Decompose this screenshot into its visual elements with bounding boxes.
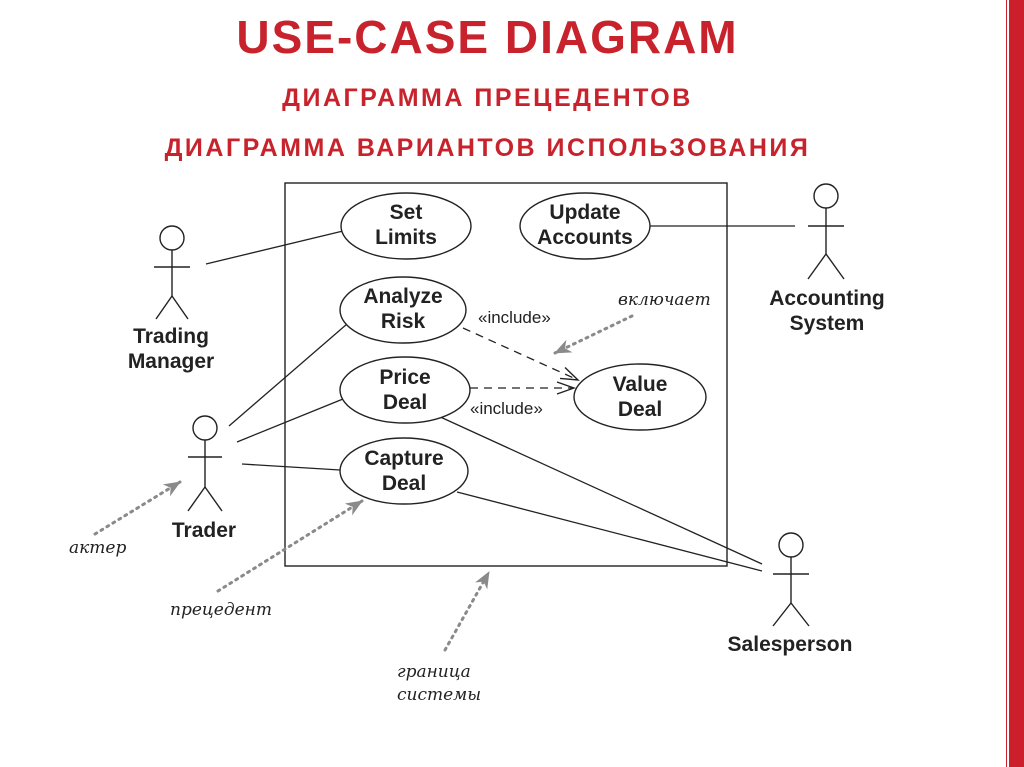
accent-bar <box>1009 0 1024 767</box>
note-arrow-actor <box>93 480 182 536</box>
assoc-capture-salesperson <box>456 491 763 572</box>
stick-figure-icon <box>772 532 810 627</box>
page-subtitle-2: ДИАГРАММА ВАРИАНТОВ ИСПОЛЬЗОВАНИЯ <box>164 134 811 162</box>
note-boundary-1: граница <box>397 662 471 682</box>
actor-label-accounting-system-2: System <box>790 312 865 335</box>
include-label-1: «include» <box>478 308 551 327</box>
svg-text:Set: Set <box>390 201 423 224</box>
assoc-price-salesperson <box>435 414 763 565</box>
actor-trading-manager <box>154 225 190 320</box>
include-arrow-analyze <box>462 327 578 380</box>
actor-label-trading-manager-1: Trading <box>133 325 209 348</box>
note-arrow-use-case <box>216 499 364 593</box>
assoc-trader-capture <box>241 463 341 471</box>
note-actor: актер <box>69 538 126 558</box>
use-case-price-deal: Price Deal <box>339 356 471 424</box>
svg-text:Limits: Limits <box>375 226 437 249</box>
svg-text:Risk: Risk <box>381 310 426 333</box>
system-boundary <box>284 182 728 567</box>
use-case-capture-deal: Capture Deal <box>339 437 469 505</box>
stick-figure-icon <box>187 415 223 512</box>
stick-figure-icon <box>154 225 190 320</box>
svg-text:Deal: Deal <box>618 398 662 421</box>
note-boundary-2: системы <box>397 685 481 705</box>
svg-text:Deal: Deal <box>382 472 426 495</box>
actor-accounting-system <box>807 183 845 280</box>
accent-line <box>1006 0 1007 767</box>
use-case-analyze-risk: Analyze Risk <box>339 276 467 344</box>
svg-text:Accounts: Accounts <box>537 226 633 249</box>
assoc-trader-analyze <box>228 323 348 427</box>
actor-label-trading-manager-2: Manager <box>128 350 214 373</box>
actor-trader <box>187 415 223 512</box>
svg-text:Price: Price <box>379 366 430 389</box>
svg-text:Update: Update <box>549 201 620 224</box>
use-case-set-limits: Set Limits <box>340 192 472 260</box>
include-dependencies <box>462 327 578 388</box>
assoc-trader-price <box>236 398 344 443</box>
stick-figure-icon <box>807 183 845 280</box>
note-arrow-include <box>553 314 634 355</box>
svg-text:Analyze: Analyze <box>363 285 442 308</box>
svg-text:Deal: Deal <box>383 391 427 414</box>
association-lines <box>205 225 795 572</box>
assoc-manager-setlimits <box>205 230 344 265</box>
note-use-case: прецедент <box>170 600 272 620</box>
note-include: включает <box>618 290 711 310</box>
actor-label-salesperson: Salesperson <box>728 633 853 656</box>
use-case-update-accounts: Update Accounts <box>519 192 651 260</box>
page-title: USE-CASE DIAGRAM <box>236 11 739 63</box>
use-case-value-deal: Value Deal <box>573 363 707 431</box>
actor-label-accounting-system-1: Accounting <box>769 287 885 310</box>
actor-label-trader: Trader <box>172 519 236 542</box>
page-subtitle-1: ДИАГРАММА ПРЕЦЕДЕНТОВ <box>282 84 693 112</box>
annotation-arrows <box>93 314 634 652</box>
svg-text:Capture: Capture <box>364 447 443 470</box>
actor-salesperson <box>772 532 810 627</box>
note-arrow-boundary <box>443 570 491 652</box>
svg-text:Value: Value <box>613 373 668 396</box>
include-label-2: «include» <box>470 399 543 418</box>
